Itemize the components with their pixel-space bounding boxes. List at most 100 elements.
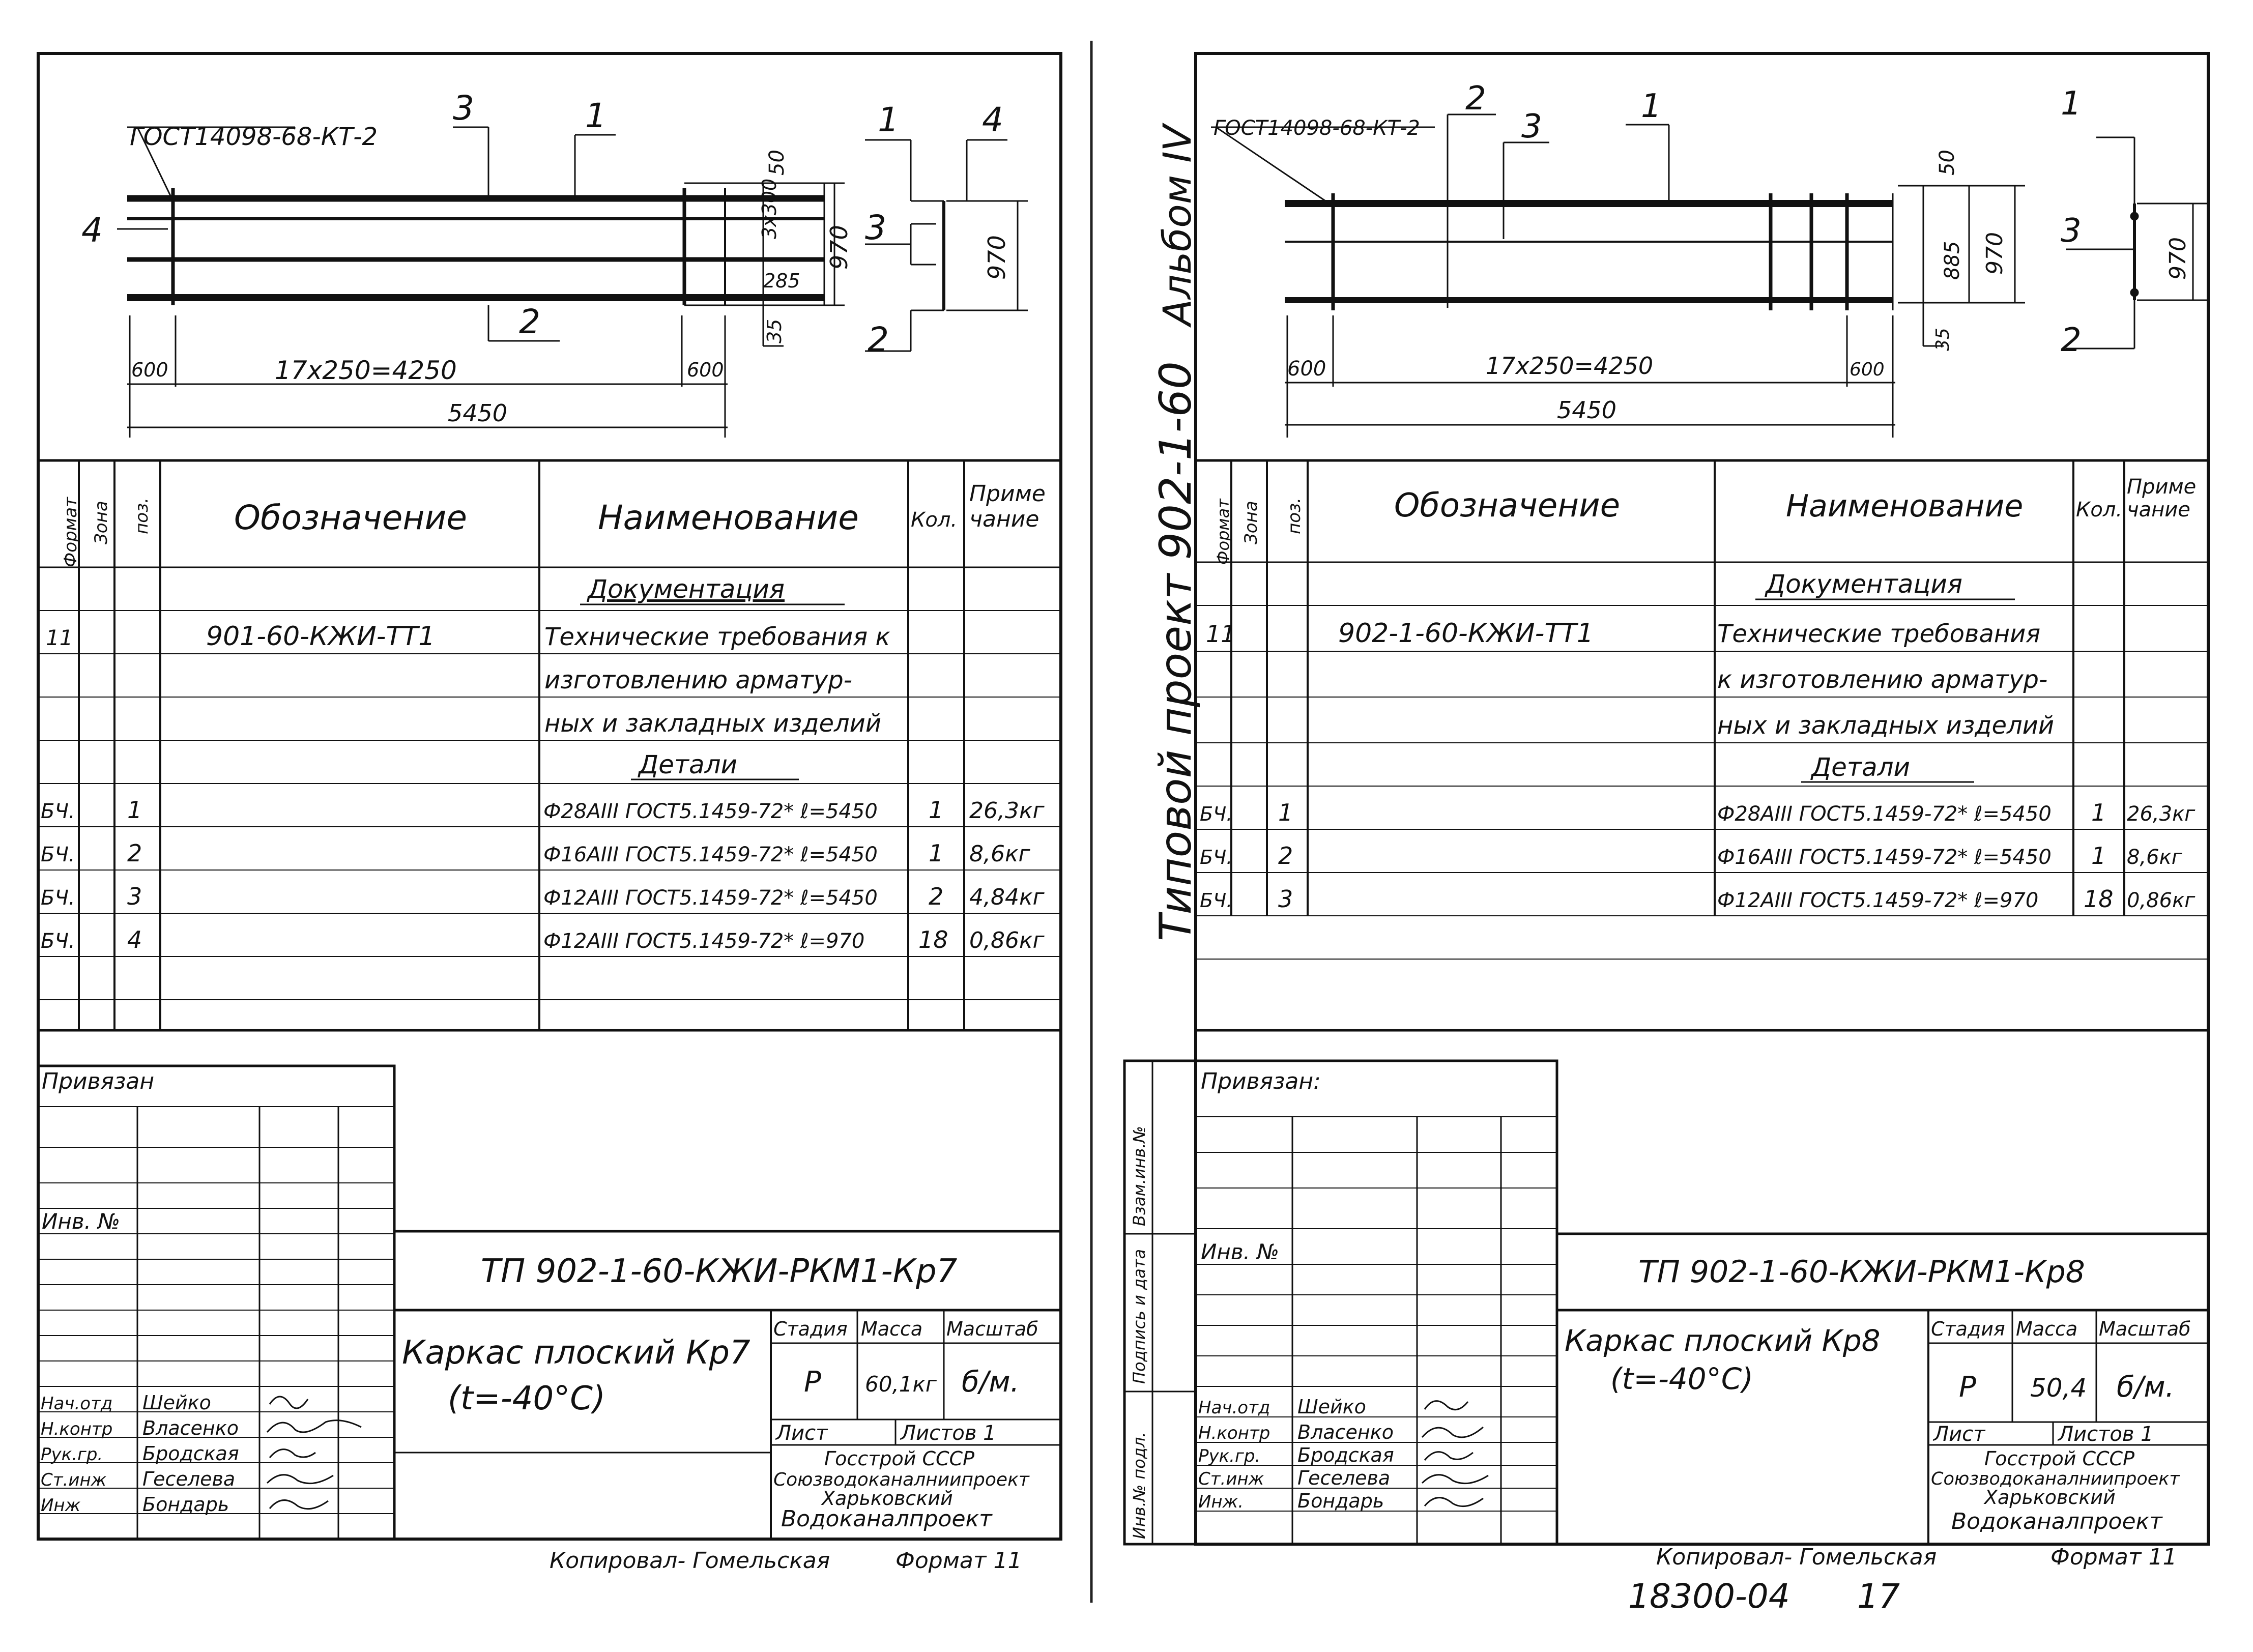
left-spec-section-parts: Детали [638, 750, 737, 779]
left-dim-3x300: 3x300 [758, 179, 781, 239]
right-org-4: Водоканалпроект [1951, 1509, 2163, 1534]
left-doc-name-1: Технические требования к [544, 623, 890, 651]
right-name-1: Шейко [1297, 1396, 1366, 1418]
right-sheet: Типовой проект 902-1-60 Альбом IV [1123, 52, 2210, 1616]
right-frame [1194, 52, 2210, 1546]
left-row2-format: БЧ. [41, 843, 75, 866]
left-doc-code: ТП 902-1-60-КЖИ-РКМ1-Кр7 [481, 1253, 958, 1290]
right-spec-text: Формат Зона поз. Обозначение Наименовани… [1200, 475, 2196, 913]
right-stage: Р [1959, 1371, 1976, 1404]
right-mass-h: Масса [2016, 1318, 2077, 1340]
right-dim-600b: 600 [1850, 359, 1885, 380]
right-spec-h-note2: чание [2127, 498, 2190, 521]
right-spec-section-docs: Документация [1765, 569, 1962, 599]
right-spec-h-format: Формат [1214, 498, 1233, 565]
right-page-number: 17 [1857, 1577, 1900, 1616]
left-footer-copied: Копировал- Гомельская [550, 1548, 830, 1574]
left-row3-note: 4,84кг [969, 884, 1045, 910]
left-dim-970: 970 [825, 225, 853, 270]
left-name-1: Шейко [142, 1392, 211, 1414]
left-doc-format: 11 [46, 625, 73, 650]
right-role-2: Н.контр [1198, 1423, 1270, 1443]
right-row3-note: 0,86кг [2127, 889, 2196, 912]
left-org-4: Водоканалпроект [781, 1506, 993, 1532]
left-section-label-2: 2 [868, 320, 889, 359]
left-row3-qty: 2 [929, 883, 943, 910]
left-section-label-3: 3 [865, 208, 886, 247]
right-doc-format: 11 [1206, 620, 1236, 648]
right-name-2: Власенко [1297, 1421, 1394, 1443]
right-dim-span: 17х250=4250 [1486, 352, 1653, 380]
right-doc-name-3: ных и закладных изделий [1717, 711, 2054, 740]
right-name-5: Бондарь [1297, 1490, 1384, 1512]
left-scale: б/м. [962, 1366, 1019, 1399]
left-dim-970-section: 970 [983, 235, 1010, 280]
right-name-3: Бродская [1297, 1444, 1394, 1466]
left-dim-600b: 600 [687, 359, 724, 381]
right-org-1: Госстрой СССР [1984, 1447, 2134, 1470]
right-doc-name-2: к изготовлению арматур- [1717, 665, 2047, 694]
left-row2-pos: 2 [127, 839, 142, 867]
right-role-4: Ст.инж [1198, 1469, 1264, 1489]
left-pos-label-1: 1 [585, 96, 606, 135]
right-stamp-text: Привязан: Инв. № Взам.инв.№ Подпись и да… [1130, 1068, 2191, 1539]
right-row2-format: БЧ. [1200, 846, 1232, 868]
left-doc-designation: 901-60-КЖИ-ТТ1 [206, 621, 435, 652]
left-spec-h-designation: Обозначение [234, 498, 467, 537]
left-row4-note: 0,86кг [969, 928, 1045, 953]
right-role-3: Рук.гр. [1198, 1446, 1260, 1466]
right-stamp-grid [1194, 1059, 2208, 1546]
left-frame [37, 52, 1062, 1541]
right-sheet: Лист [1932, 1423, 1986, 1446]
left-name-4: Геселева [142, 1468, 235, 1490]
right-section-label-1: 1 [2061, 85, 2082, 123]
right-row3-qty: 18 [2084, 885, 2114, 913]
left-spec-h-zone: Зона [91, 501, 111, 544]
right-row1-format: БЧ. [1200, 803, 1232, 825]
left-row1-qty: 1 [929, 796, 943, 824]
left-row1-note: 26,3кг [969, 798, 1045, 824]
left-row3-pos: 3 [127, 883, 142, 910]
left-org-2: Союзводоканалниипроект [773, 1469, 1030, 1490]
left-role-2: Н.контр [41, 1419, 112, 1439]
right-row1-pos: 1 [1278, 799, 1293, 826]
right-dim-885: 885 [1941, 241, 1964, 280]
right-spec-h-qty: Кол. [2076, 498, 2122, 521]
right-privyazan: Привязан: [1201, 1068, 1321, 1094]
right-title-l1: Каркас плоский Кр8 [1565, 1323, 1881, 1358]
left-row1-pos: 1 [127, 796, 142, 824]
left-row4-pos: 4 [127, 926, 142, 953]
right-mass: 50,4 [2030, 1373, 2087, 1403]
left-stamp-grid [37, 1064, 1061, 1541]
left-spec-h-note1: Приме [969, 481, 1046, 507]
left-elevation [117, 126, 845, 438]
left-dim-span: 17х250=4250 [275, 356, 457, 385]
right-side-label-1: Взам.инв.№ [1130, 1126, 1149, 1226]
right-row3-name: Ф12АIII ГОСТ5.1459-72* ℓ=970 [1717, 889, 2038, 912]
left-name-3: Бродская [142, 1442, 239, 1465]
right-org-2: Союзводоканалниипроект [1931, 1469, 2180, 1489]
right-elevation [1211, 113, 2025, 438]
left-doc-name-2: изготовлению арматур- [544, 666, 852, 694]
right-album: Альбом IV [1154, 122, 1200, 328]
right-scale: б/м. [2117, 1371, 2174, 1404]
right-dim-total: 5450 [1557, 396, 1616, 424]
right-title-l2: (t=-40°C) [1610, 1361, 1753, 1396]
right-row3-pos: 3 [1278, 885, 1293, 913]
left-signatures [266, 1396, 362, 1510]
right-dim-970-section: 970 [2165, 237, 2191, 280]
right-inv-no: Инв. № [1201, 1239, 1279, 1264]
right-dim-35: 35 [1932, 328, 1953, 351]
right-row2-pos: 2 [1278, 842, 1293, 870]
right-pos-label-3: 3 [1521, 108, 1542, 146]
right-row2-note: 8,6кг [2127, 846, 2183, 869]
left-footer-format: Формат 11 [896, 1548, 1022, 1574]
right-side-label-2: Подпись и дата [1130, 1249, 1149, 1384]
right-scale-h: Масштаб [2099, 1318, 2191, 1340]
right-section-label-3: 3 [2061, 212, 2082, 250]
right-side-project: Типовой проект 902-1-60 [1150, 361, 1201, 941]
left-row2-qty: 1 [929, 839, 943, 867]
right-footer-format: Формат 11 [2050, 1544, 2177, 1570]
left-pos-label-3: 3 [453, 89, 474, 128]
